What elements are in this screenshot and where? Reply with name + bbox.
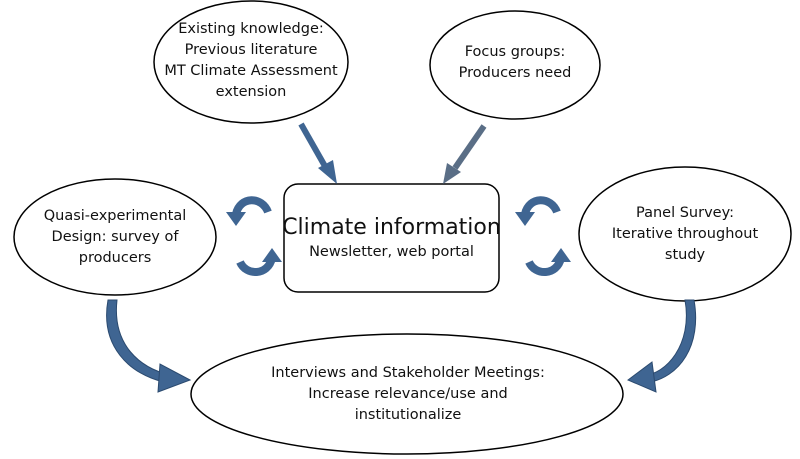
node-text-line: Interviews and Stakeholder Meetings: [271, 364, 545, 381]
existing-knowledge-label: Existing knowledge: Previous literature … [154, 6, 348, 116]
node-text-line: Panel Survey: [636, 204, 734, 221]
climate-information-subtitle: Newsletter, web portal [309, 243, 474, 260]
cycle-arrows-icon [515, 196, 571, 276]
node-text-line: Design: survey of [51, 228, 179, 245]
node-text-line: MT Climate Assessment [164, 63, 338, 79]
node-text-line: institutionalize [354, 406, 462, 423]
node-text-line: Quasi-experimental [43, 207, 187, 224]
existing-knowledge-ellipse [153, 0, 349, 124]
node-text-line: Producers need [458, 65, 572, 81]
node-text-line: Focus groups: [464, 44, 566, 60]
curved-arrow-icon [106, 299, 192, 393]
node-text-line: producers [78, 249, 152, 266]
node-text-line: extension [215, 84, 287, 100]
straight-arrow-icon [298, 122, 337, 184]
node-text-line: study [664, 246, 706, 263]
node-text-line: Previous literature [184, 42, 318, 58]
quasi-experimental-ellipse [13, 178, 217, 296]
climate-information-title: Climate information [282, 214, 501, 240]
node-text-line: Existing knowledge: [178, 21, 324, 37]
panel-survey-label: Panel Survey: Iterative throughout study [590, 200, 780, 268]
straight-arrow-icon [443, 124, 487, 184]
node-text-line: Iterative throughout [611, 225, 759, 242]
cycle-arrows-icon [226, 196, 282, 276]
interviews-label: Interviews and Stakeholder Meetings: Inc… [230, 360, 586, 428]
node-text-line: Increase relevance/use and [308, 385, 508, 402]
climate-information-label: Climate information Newsletter, web port… [282, 205, 501, 271]
interviews-ellipse [190, 333, 624, 455]
climate-information-box [283, 183, 500, 293]
quasi-experimental-label: Quasi-experimental Design: survey of pro… [20, 202, 210, 272]
curved-arrow-icon [627, 299, 696, 393]
focus-groups-label: Focus groups: Producers need [430, 35, 600, 91]
focus-groups-ellipse [429, 10, 601, 120]
